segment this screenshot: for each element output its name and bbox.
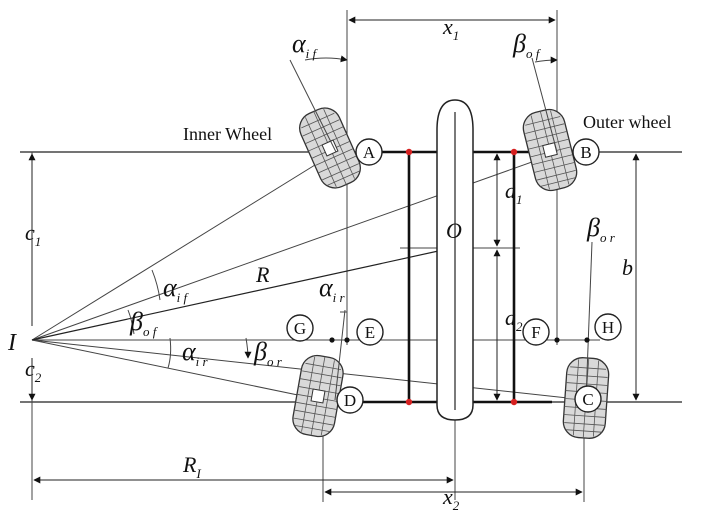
point-B-label: B bbox=[580, 143, 591, 162]
a1-label: a1 bbox=[505, 178, 523, 207]
beta-or-left-label: βo r bbox=[253, 337, 283, 369]
point-A: A bbox=[355, 138, 383, 166]
c2-label: c2 bbox=[25, 356, 42, 385]
dot-E bbox=[344, 337, 350, 343]
dimension-arrows bbox=[28, 16, 640, 496]
c1-label: c1 bbox=[25, 220, 41, 249]
x1-label: x1 bbox=[442, 14, 459, 43]
radius-label: R bbox=[255, 262, 270, 287]
alpha-if-left-label: αi f bbox=[163, 273, 190, 305]
beta-of-left-label: βo f bbox=[129, 307, 159, 339]
outer-wheel-label: Outer wheel bbox=[583, 112, 671, 132]
point-G: G bbox=[286, 314, 314, 342]
dot-H bbox=[584, 337, 590, 343]
center-label: O bbox=[446, 218, 462, 243]
point-D: D bbox=[336, 386, 364, 414]
front-inner-tire bbox=[293, 102, 367, 194]
RI-label: RI bbox=[182, 452, 201, 481]
inner-wheel-label: Inner Wheel bbox=[183, 124, 272, 144]
point-F: F bbox=[522, 318, 550, 346]
point-A-label: A bbox=[363, 143, 376, 162]
dot-F bbox=[554, 337, 560, 343]
x2-label: x2 bbox=[442, 484, 460, 513]
beta-or-right-label: βo r bbox=[586, 213, 616, 245]
front-outer-tire bbox=[519, 105, 581, 195]
wheel-axis-lines bbox=[289, 57, 593, 401]
a2-label: a2 bbox=[505, 305, 523, 334]
point-B: B bbox=[572, 138, 600, 166]
point-H: H bbox=[594, 313, 622, 341]
point-H-label: H bbox=[602, 318, 614, 337]
point-E: E bbox=[356, 318, 384, 346]
pivot-label: I bbox=[7, 330, 17, 356]
beta-of-top-label: βo f bbox=[512, 29, 542, 61]
point-C-label: C bbox=[582, 390, 593, 409]
alpha-ir-left-label: αi r bbox=[182, 337, 209, 369]
angle-arcs bbox=[127, 55, 558, 369]
point-E-label: E bbox=[365, 323, 375, 342]
point-G-label: G bbox=[294, 319, 306, 338]
point-C: C bbox=[574, 385, 602, 413]
point-D-label: D bbox=[344, 391, 356, 410]
alpha-if-top-label: αi f bbox=[292, 29, 319, 61]
alpha-ir-mid-label: αi r bbox=[319, 273, 346, 305]
vehicle-body bbox=[436, 99, 474, 421]
b-label: b bbox=[622, 255, 633, 280]
dot-G bbox=[329, 337, 335, 343]
point-F-label: F bbox=[531, 323, 540, 342]
